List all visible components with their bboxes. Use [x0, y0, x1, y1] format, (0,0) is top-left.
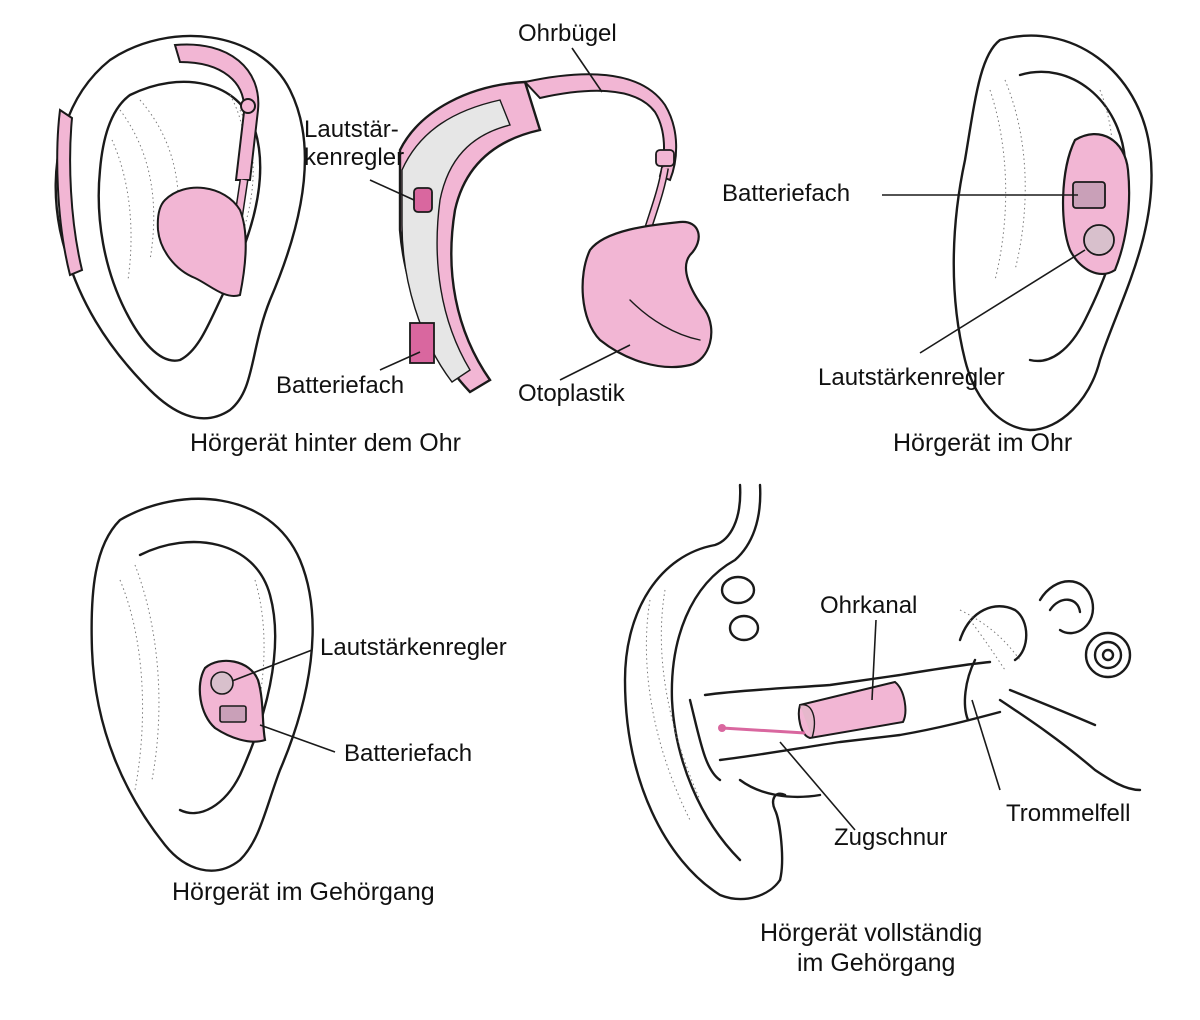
ite-battery-label: Batteriefach: [722, 180, 851, 207]
bte-battery-label: Batteriefach: [276, 372, 405, 399]
itc-device: [198, 659, 267, 743]
cic-device: [797, 680, 907, 740]
bte-battery-door: [409, 322, 435, 364]
ite-volume-dial: [1083, 224, 1115, 256]
itc-ear-illustration: [90, 497, 336, 872]
cic-caption-line2: im Gehörgang: [797, 949, 956, 977]
pull-cord-label: Zugschnur: [834, 824, 948, 851]
bte-caption: Hörgerät hinter dem Ohr: [190, 429, 461, 457]
ite-caption: Hörgerät im Ohr: [893, 429, 1073, 457]
bte-ear-illustration: [54, 34, 306, 420]
itc-battery-door: [219, 705, 247, 723]
bte-earmold-in-ear: [156, 186, 247, 297]
bte-volume-dial: [413, 187, 433, 213]
ite-ear-illustration: [882, 34, 1153, 432]
cic-pull-cord: [721, 726, 806, 735]
cic-eardrum: [963, 658, 977, 722]
ite-volume-label: Lautstärkenregler: [818, 364, 1005, 391]
canal-label: Ohrkanal: [820, 592, 918, 619]
bte-device-body: [56, 108, 84, 277]
eardrum-label: Trommelfell: [1006, 800, 1131, 827]
itc-volume-label: Lautstärkenregler: [320, 634, 507, 661]
itc-caption: Hörgerät im Gehörgang: [172, 878, 435, 906]
bte-earmold: [581, 220, 713, 369]
cic-ear-illustration: [623, 483, 1142, 901]
earmold-label: Otoplastik: [518, 380, 625, 407]
itc-battery-label: Batteriefach: [344, 740, 473, 767]
itc-volume-dial: [210, 671, 234, 695]
bte-volume-label-line2: kenregler: [304, 144, 405, 171]
bte-device-illustration: [369, 47, 713, 394]
earhook-label: Ohrbügel: [518, 20, 617, 47]
cic-caption-line1: Hörgerät vollständig: [760, 919, 983, 947]
bte-volume-label-line1: Lautstär-: [304, 116, 399, 143]
